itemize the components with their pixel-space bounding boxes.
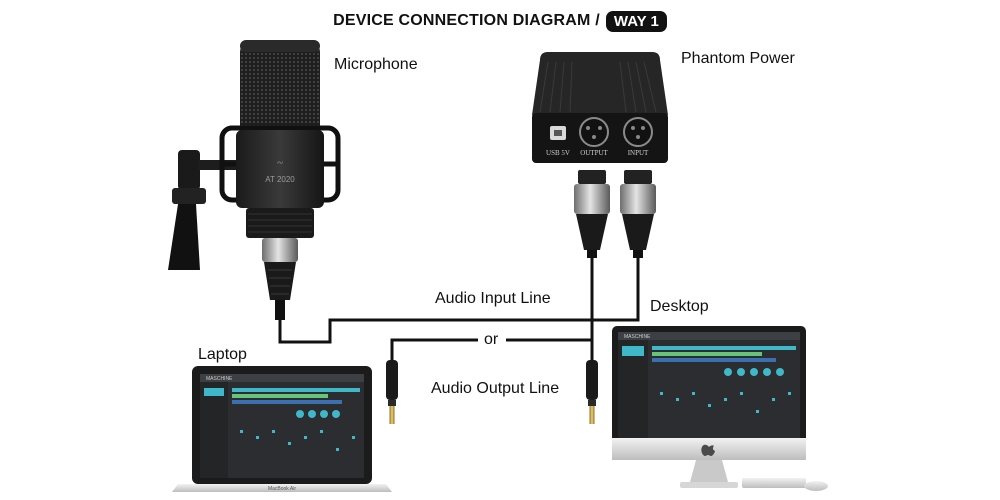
diagram-title: DEVICE CONNECTION DIAGRAM / WAY 1	[0, 8, 1000, 34]
mic-model-label: AT 2020	[265, 175, 295, 184]
mic-brand-mark: ~	[277, 157, 283, 169]
input-xlr-plug	[620, 170, 656, 258]
input-port-label: INPUT	[628, 149, 649, 157]
minijack-plug-desktop	[586, 360, 598, 424]
phantom-power-label: Phantom Power	[681, 50, 795, 67]
desktop-stand	[690, 460, 728, 482]
output-xlr-jack	[579, 117, 609, 147]
or-label: or	[484, 331, 499, 348]
laptop-label: Laptop	[198, 346, 247, 363]
keyboard	[742, 478, 806, 488]
audio-input-line-label: Audio Input Line	[435, 290, 551, 307]
laptop-base	[172, 484, 392, 492]
usb-port-label: USB 5V	[546, 149, 570, 157]
output-port-label: OUTPUT	[580, 149, 608, 157]
title-text: DEVICE CONNECTION DIAGRAM /	[333, 12, 600, 29]
phantom-power-box: USB 5V OUTPUT INPUT	[532, 52, 668, 163]
desktop-label: Desktop	[650, 298, 709, 315]
minijack-plug-laptop	[386, 360, 398, 424]
or-gap	[478, 330, 506, 350]
desktop-computer: MASCHINE	[612, 326, 828, 491]
audio-input-line	[278, 258, 640, 344]
microphone: ~ AT 2020	[168, 40, 341, 320]
audio-output-line-label: Audio Output Line	[431, 380, 560, 397]
mic-body	[236, 130, 324, 208]
way-badge: WAY 1	[605, 10, 667, 32]
mic-xlr-plug	[262, 238, 298, 320]
mic-stand	[168, 150, 238, 270]
laptop: MASCHINE MacBook Air	[172, 366, 392, 492]
mouse	[804, 481, 828, 491]
connection-lines	[278, 258, 640, 360]
apple-logo-icon	[701, 444, 715, 456]
microphone-label: Microphone	[334, 56, 418, 73]
input-xlr-jack	[623, 117, 653, 147]
laptop-brand-label: MacBook Air	[268, 486, 296, 492]
output-xlr-plug	[574, 170, 610, 258]
laptop-software-title: MASCHINE	[206, 376, 233, 382]
desktop-software-title: MASCHINE	[624, 334, 651, 340]
